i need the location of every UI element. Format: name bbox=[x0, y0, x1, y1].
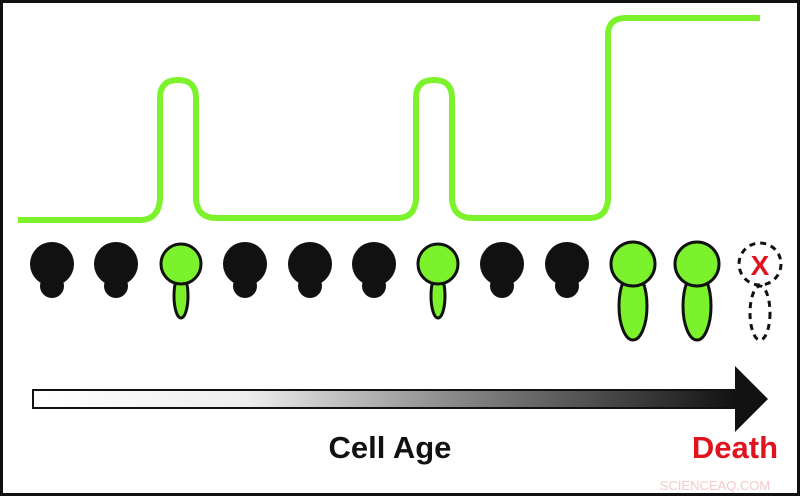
cell-age-label: Cell Age bbox=[328, 430, 452, 465]
yeast-cell-green bbox=[416, 242, 460, 286]
yeast-cell-black bbox=[480, 242, 524, 286]
dead-cell-outline bbox=[737, 241, 783, 287]
watermark: SCIENCEAQ.COM bbox=[659, 478, 771, 493]
yeast-cell-black bbox=[223, 242, 267, 286]
yeast-cell-green bbox=[673, 240, 721, 288]
yeast-cell-black bbox=[30, 242, 74, 286]
yeast-cell-green bbox=[159, 242, 203, 286]
yeast-cell-black bbox=[288, 242, 332, 286]
fluorescence-trace bbox=[18, 15, 760, 223]
dead-bud-outline bbox=[748, 284, 772, 342]
death-label: Death bbox=[691, 430, 779, 465]
yeast-cell-black bbox=[545, 242, 589, 286]
yeast-cell-green bbox=[609, 240, 657, 288]
cell-age-arrow bbox=[32, 366, 768, 432]
death-x-mark: X bbox=[751, 250, 770, 281]
yeast-cell-black bbox=[94, 242, 138, 286]
yeast-cell-black bbox=[352, 242, 396, 286]
